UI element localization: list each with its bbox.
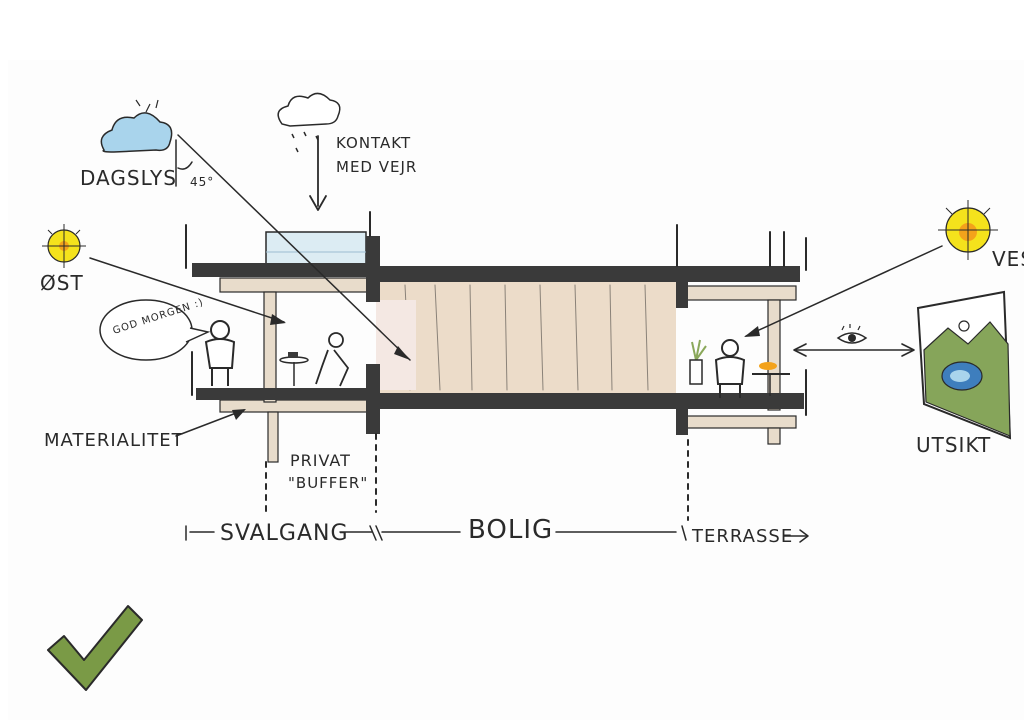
view-label: UTSIKT (916, 433, 991, 457)
dwelling-light-zone (376, 300, 416, 390)
west-sun (938, 200, 998, 260)
foundation-dashes (265, 433, 689, 521)
speech-bubble (99, 299, 211, 361)
east-label: ØST (40, 271, 84, 295)
upper-wall (366, 236, 380, 302)
checkmark-icon (47, 605, 143, 691)
materiality-arrow-head (232, 409, 246, 420)
dimension-bolig: BOLIG (468, 515, 553, 545)
terrace-wall-lower (676, 409, 688, 435)
gallery-column (263, 291, 277, 403)
terrace-lower-beam (685, 415, 797, 429)
daylight-label: DAGSLYS (80, 166, 177, 190)
lower-wall (366, 364, 380, 434)
dwelling-interior (376, 280, 676, 395)
gallery-bistro-table (279, 352, 309, 386)
dimension-terrasse: TERRASSE (691, 526, 793, 547)
private-label: PRIVAT (290, 451, 351, 470)
materiality-arrow (175, 409, 245, 437)
materiality-label: MATERIALITET (44, 430, 184, 451)
terrace-person (714, 339, 746, 398)
weather-contact-line1: KONTAKT (336, 134, 411, 152)
dimension-svalgang: SVALGANG (220, 521, 349, 546)
terrace-column (767, 299, 781, 411)
daylight-cloud (100, 99, 173, 153)
west-ray (745, 245, 943, 337)
west-ray-arrow (744, 326, 760, 337)
eye-icon (836, 324, 868, 344)
east-ray-arrow (270, 314, 286, 325)
daylight-ray (177, 134, 411, 361)
weather-contact-line2: MED VEJR (336, 158, 417, 176)
edge-posts (185, 211, 807, 416)
dwelling-floor-slab (372, 393, 804, 409)
terrace-table (752, 362, 790, 396)
angle-label: 45° (190, 175, 214, 189)
west-label: VEST (992, 247, 1024, 271)
terrace-column-lower (767, 427, 781, 445)
east-sun (42, 224, 86, 268)
view-arrow-right (901, 343, 915, 357)
gallery-person (204, 320, 236, 386)
dimension-line (185, 525, 809, 543)
angle-marker (175, 139, 193, 187)
gallery-floor-slab (196, 388, 372, 400)
dwelling-roof-slab (372, 266, 800, 282)
weather-cloud (277, 92, 341, 153)
gallery-column-lower (267, 411, 279, 463)
terrace-upper-beam (685, 285, 797, 301)
weather-arrow-head (309, 195, 327, 211)
building-section (185, 211, 807, 521)
terrace-wall-upper (676, 282, 688, 308)
buffer-label: "BUFFER" (288, 474, 368, 492)
gallery-roof-slab (192, 263, 372, 277)
gallery-upper-beam (219, 277, 371, 293)
landscape-view (916, 290, 1012, 440)
view-arrow-left (793, 343, 807, 357)
terrace-plant (689, 339, 707, 385)
daylight-ray-arrow (394, 346, 410, 360)
east-ray (89, 257, 285, 323)
seated-person (315, 332, 350, 387)
